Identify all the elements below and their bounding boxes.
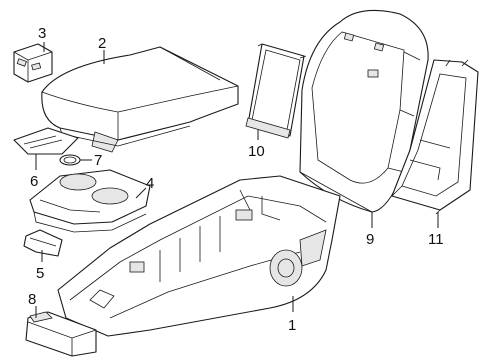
- part-5-clip: [23, 229, 63, 257]
- part-3-bracket: [13, 43, 53, 83]
- callout-7: 7: [94, 152, 102, 169]
- part-6-panel: [13, 127, 79, 155]
- callout-4: 4: [146, 175, 154, 192]
- part-2-armrest-lid: [41, 46, 239, 153]
- part-1-console-base: [57, 175, 341, 337]
- leader-4: [135, 187, 147, 199]
- callout-2: 2: [98, 35, 106, 52]
- callout-9: 9: [366, 231, 374, 248]
- part-9-seat-back: [299, 9, 429, 213]
- part-11-rear-frame: [391, 59, 479, 215]
- callout-5: 5: [36, 265, 44, 282]
- leader-lines: [35, 42, 439, 318]
- part-7-oring: [59, 154, 81, 166]
- callout-1: 1: [288, 317, 296, 334]
- callout-11: 11: [428, 231, 444, 248]
- callout-6: 6: [30, 173, 38, 190]
- callout-8: 8: [28, 291, 36, 308]
- part-8-trim: [25, 311, 97, 357]
- callouts: 1 2 3 4 5 6 7 8 9 10 11: [28, 25, 444, 334]
- callout-3: 3: [38, 25, 46, 42]
- callout-10: 10: [248, 143, 265, 160]
- part-10-panel: [245, 43, 307, 139]
- part-4-cupholder: [29, 169, 151, 233]
